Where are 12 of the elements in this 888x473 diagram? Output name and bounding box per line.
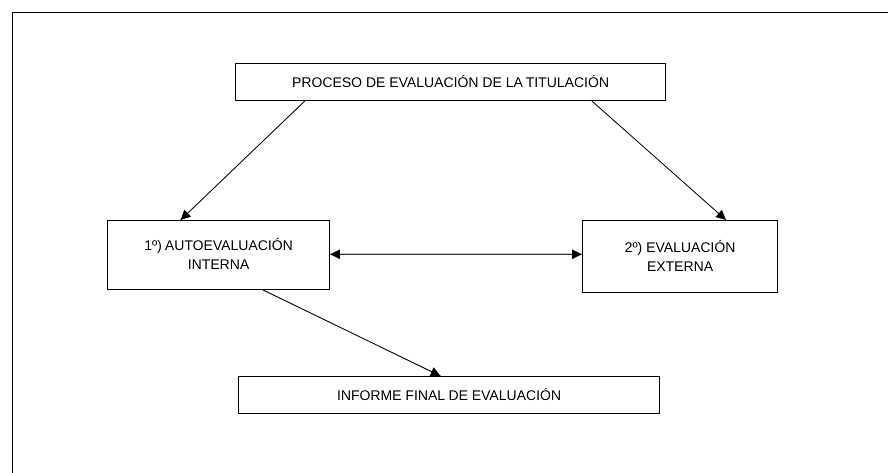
- arrow: [330, 249, 582, 260]
- arrow: [591, 100, 727, 220]
- box-label: 2º) EVALUACIÓN EXTERNA: [624, 238, 736, 276]
- process-box: [235, 63, 666, 101]
- arrow: [180, 100, 306, 220]
- process-box: [582, 220, 778, 293]
- box-label: INFORME FINAL DE EVALUACIÓN: [336, 386, 562, 404]
- box-label: PROCESO DE EVALUACIÓN DE LA TITULACIÓN: [292, 72, 609, 92]
- process-box: [107, 220, 330, 290]
- box-label: 1º) AUTOEVALUACIÓN INTERNA: [143, 236, 294, 274]
- process-box: [238, 376, 660, 414]
- arrow: [262, 290, 442, 376]
